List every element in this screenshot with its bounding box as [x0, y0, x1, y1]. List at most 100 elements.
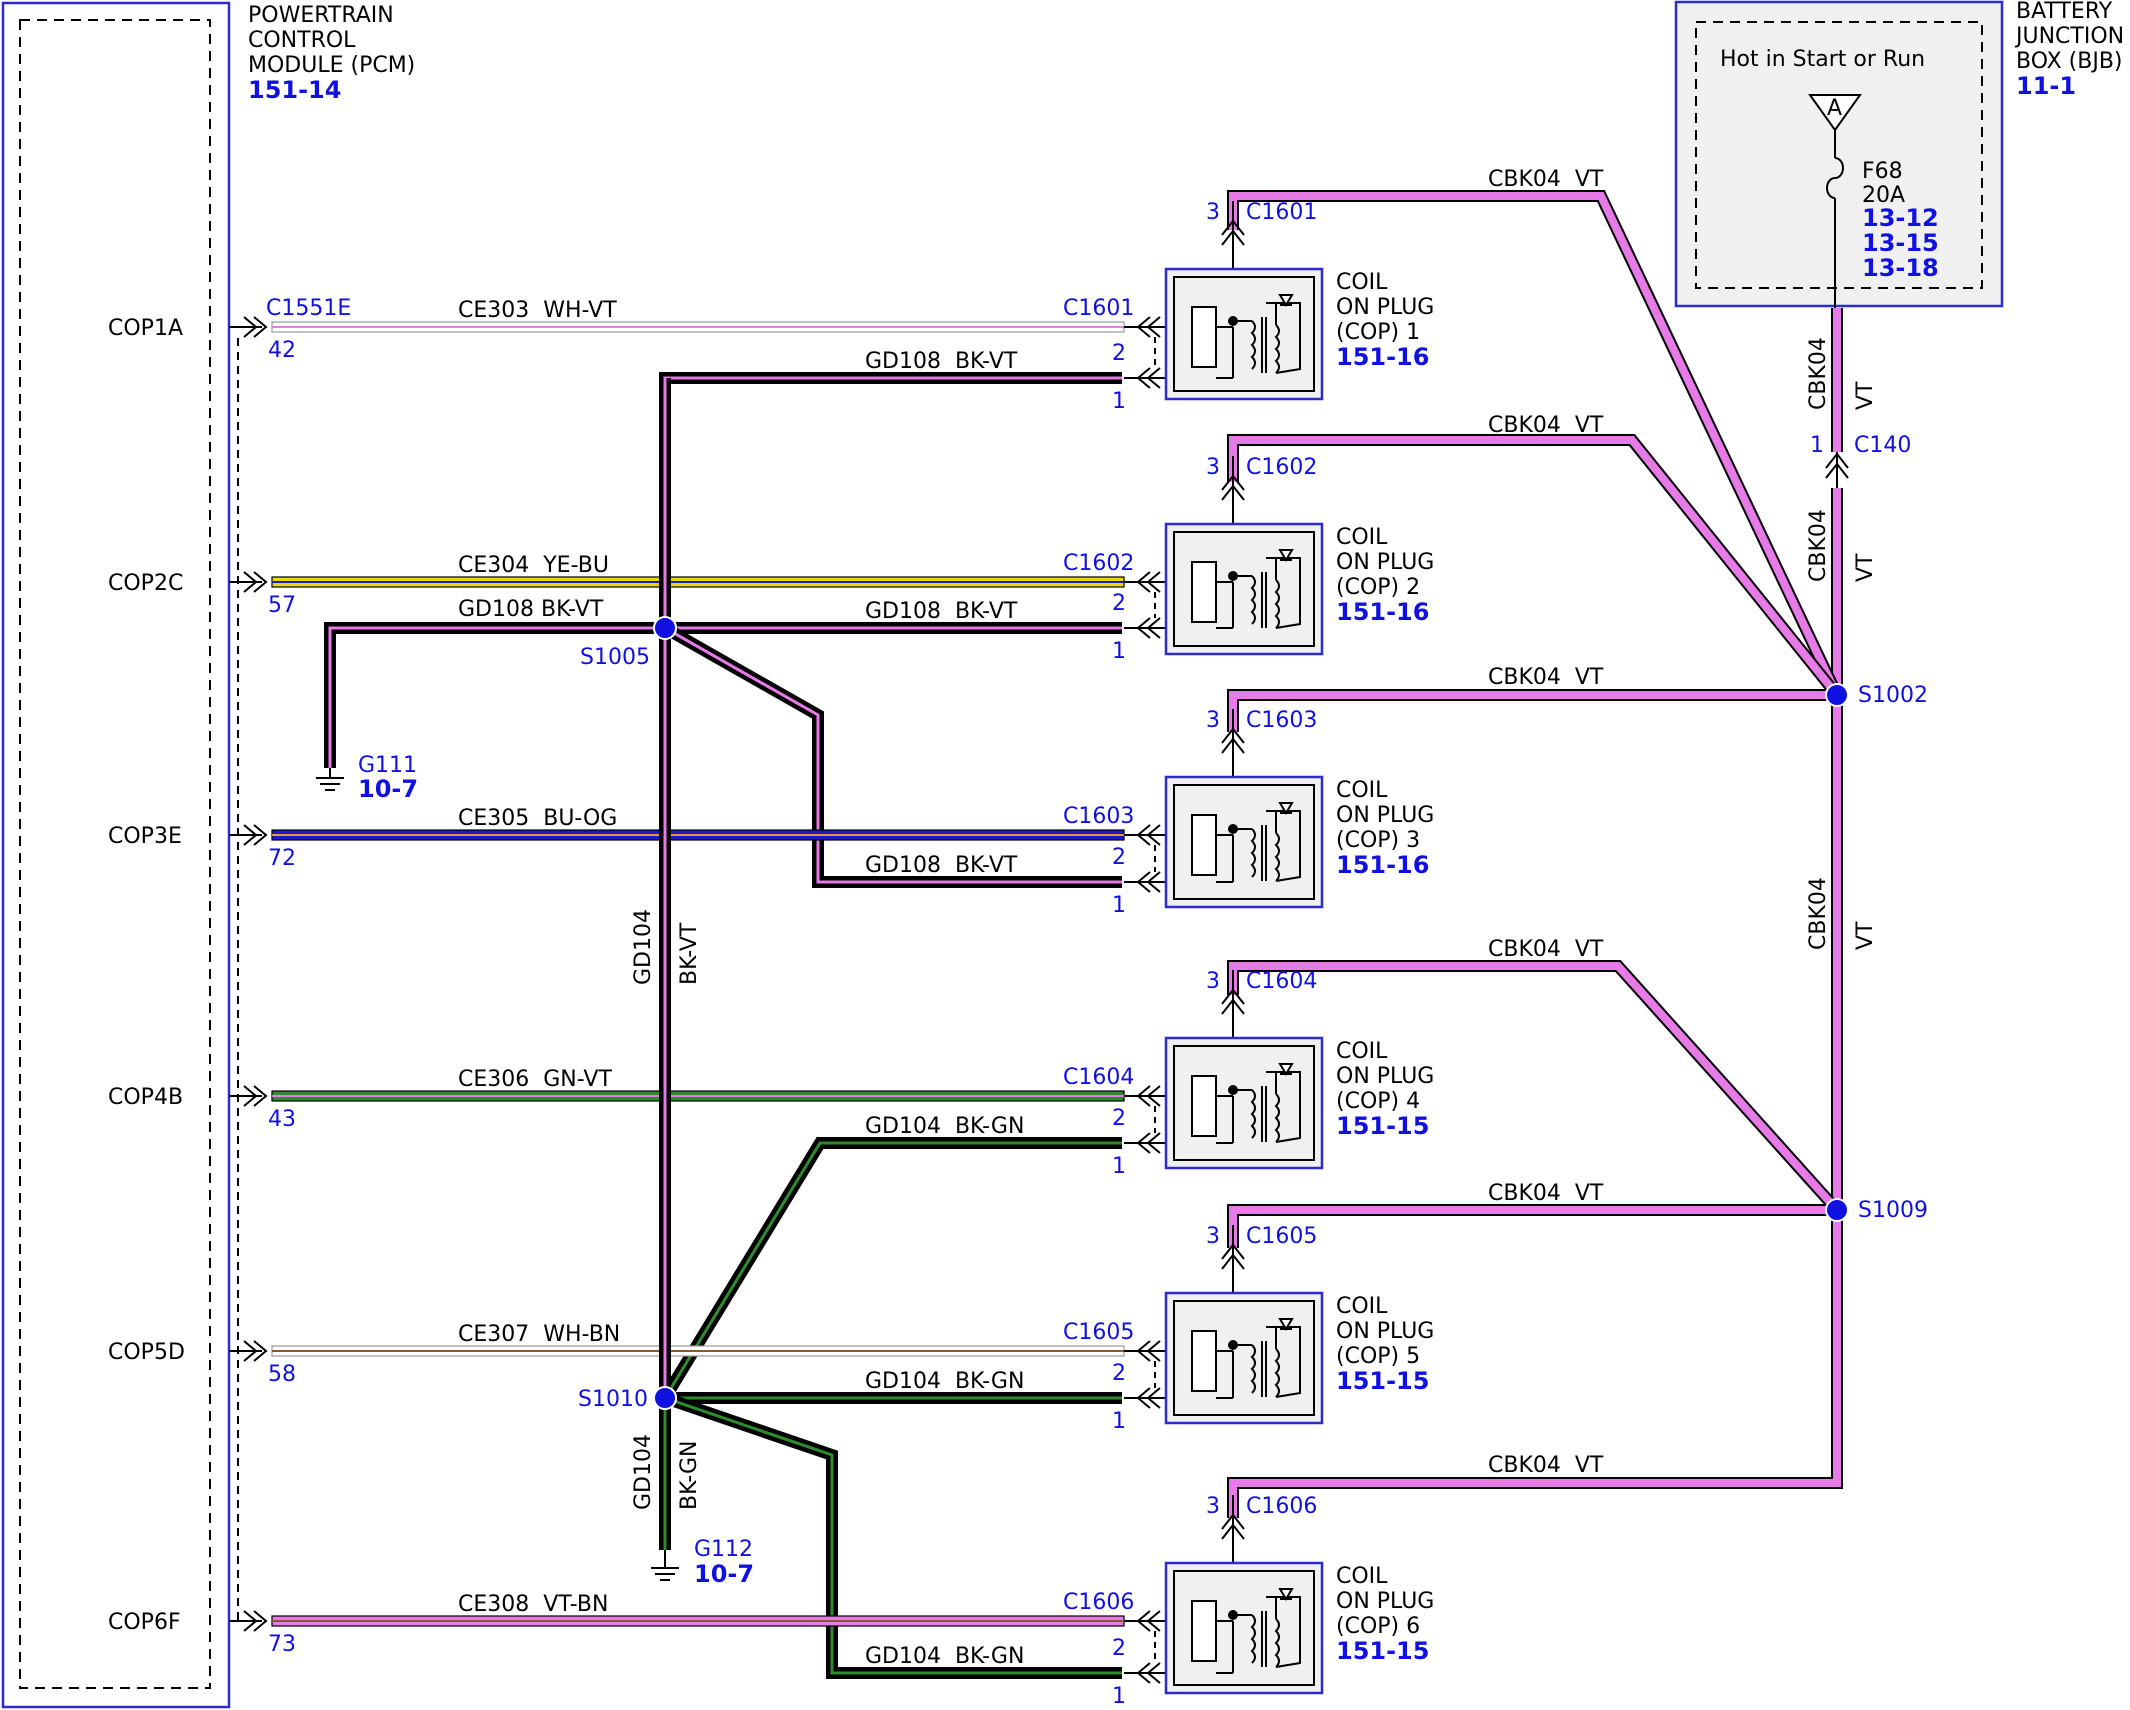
- bjb-title-line-1: BATTERY: [2016, 0, 2113, 24]
- signal-wire-label: CE306 GN-VT: [458, 1067, 612, 1092]
- ground-g111-label: G111: [358, 753, 417, 778]
- signal-wire-label: CE305 BU-OG: [458, 806, 617, 831]
- coil-pin-3: 3: [1206, 1494, 1220, 1519]
- ground-wire-label: GD104 BK-GN: [865, 1114, 1024, 1139]
- coil-pin-2: 2: [1112, 341, 1126, 366]
- coil-title-line-2: ON PLUG: [1336, 1319, 1434, 1344]
- pcm-title-line-2: CONTROL: [248, 28, 356, 53]
- ground-g111-ref[interactable]: 10-7: [358, 775, 418, 803]
- gd104-circuit-upper: GD104: [631, 909, 656, 985]
- splice-s1002-label: S1002: [1858, 683, 1928, 708]
- splice-s1002[interactable]: [1825, 683, 1849, 707]
- gd108-ground-label: GD108 BK-VT: [458, 597, 604, 622]
- coil-ref[interactable]: 151-16: [1336, 343, 1429, 371]
- fuse-ref-1[interactable]: 13-12: [1862, 204, 1939, 232]
- pcm-pin-6[interactable]: COP6F 73: [108, 1610, 296, 1657]
- coil-connector-label: C1601: [1063, 296, 1134, 321]
- feed-label-c1603: CBK04 VT: [1488, 665, 1604, 690]
- coil-connector-label: C1606: [1063, 1590, 1134, 1615]
- coil-feed-connector-label: C1603: [1246, 708, 1317, 733]
- signal-wire-label: CE308 VT-BN: [458, 1592, 608, 1617]
- signal-wire-label: CE304 YE-BU: [458, 553, 609, 578]
- feed-circuit-upper: CBK04: [1806, 337, 1831, 410]
- fuse-rating: 20A: [1862, 183, 1905, 208]
- coil-pin-2: 2: [1112, 1106, 1126, 1131]
- coil-ref[interactable]: 151-16: [1336, 598, 1429, 626]
- coil-title-line-1: COIL: [1336, 270, 1388, 295]
- coil-ref[interactable]: 151-15: [1336, 1367, 1429, 1395]
- splice-s1009[interactable]: [1825, 1198, 1849, 1222]
- coil-feed-connector-label: C1602: [1246, 455, 1317, 480]
- feed-color-upper: VT: [1853, 381, 1878, 410]
- coil-title-line-2: ON PLUG: [1336, 1064, 1434, 1089]
- feed-label-c1602: CBK04 VT: [1488, 413, 1604, 438]
- ignition-coil-icon: [1191, 1318, 1301, 1399]
- pcm-pin-number: 43: [268, 1107, 296, 1132]
- bjb-module[interactable]: Hot in Start or Run A F68 20A 13-12 13-1…: [1674, 0, 2124, 308]
- coil-pin-1: 1: [1112, 1684, 1126, 1709]
- pcm-ref[interactable]: 151-14: [248, 76, 341, 104]
- ignition-coil-icon: [1191, 549, 1301, 629]
- coil-title-line-3: (COP) 2: [1336, 575, 1420, 600]
- coil-title-line-3: (COP) 1: [1336, 320, 1420, 345]
- pcm-pin-number: 72: [268, 846, 296, 871]
- gd104-color-upper: BK-VT: [677, 922, 702, 985]
- coil-pin-1: 1: [1112, 1409, 1126, 1434]
- pcm-pin-label: COP6F: [108, 1610, 181, 1635]
- splice-s1005-label: S1005: [580, 645, 650, 670]
- coil-feed-connector-label: C1606: [1246, 1494, 1317, 1519]
- ground-g112-ref[interactable]: 10-7: [694, 1560, 754, 1588]
- coil-pin-3: 3: [1206, 1224, 1220, 1249]
- coil-connector-label: C1604: [1063, 1065, 1134, 1090]
- c140-label: C140: [1854, 433, 1911, 458]
- coil-pin-3: 3: [1206, 455, 1220, 480]
- coil-ref[interactable]: 151-15: [1336, 1637, 1429, 1665]
- coil-title-line-1: COIL: [1336, 1564, 1388, 1589]
- fuse-ref-2[interactable]: 13-15: [1862, 229, 1939, 257]
- pcm-module[interactable]: POWERTRAIN CONTROL MODULE (PCM) 151-14: [1, 1, 415, 1709]
- signal-wire-label: CE303 WH-VT: [458, 298, 617, 323]
- coil-ref[interactable]: 151-15: [1336, 1112, 1429, 1140]
- coil-connector-label: C1602: [1063, 551, 1134, 576]
- coil-title-line-2: ON PLUG: [1336, 295, 1434, 320]
- coil-pin-3: 3: [1206, 200, 1220, 225]
- coil-pin-2: 2: [1112, 1636, 1126, 1661]
- signal-wiring: [271, 321, 1125, 1627]
- c140-pin: 1: [1810, 433, 1824, 458]
- bjb-title-line-2: JUNCTION: [2014, 24, 2124, 49]
- ground-wire-label: GD108 BK-VT: [865, 349, 1018, 374]
- coil-pin-2: 2: [1112, 845, 1126, 870]
- pcm-title-line-3: MODULE (PCM): [248, 53, 415, 78]
- bjb-ref[interactable]: 11-1: [2016, 72, 2076, 100]
- coil-title-line-2: ON PLUG: [1336, 803, 1434, 828]
- pcm-pin-label: COP5D: [108, 1340, 185, 1365]
- fuse-ref-3[interactable]: 13-18: [1862, 254, 1939, 282]
- coil-ref[interactable]: 151-16: [1336, 851, 1429, 879]
- ground-wire-label: GD108 BK-VT: [865, 853, 1018, 878]
- ground-g112-icon: [651, 1550, 679, 1581]
- c140-connector[interactable]: 1 C140: [1810, 433, 1911, 488]
- coil-feed-connector-label: C1604: [1246, 969, 1317, 994]
- feed-color-mid: VT: [1853, 553, 1878, 582]
- pcm-pin-number: 73: [268, 1632, 296, 1657]
- fuse-label: F68: [1862, 159, 1903, 184]
- feed-label-c1605: CBK04 VT: [1488, 1181, 1604, 1206]
- coil-title-line-1: COIL: [1336, 525, 1388, 550]
- feed-label-c1604: CBK04 VT: [1488, 937, 1604, 962]
- coil-pin-3: 3: [1206, 708, 1220, 733]
- pcm-pin-number: 42: [268, 338, 296, 363]
- ground-g112-label: G112: [694, 1537, 753, 1562]
- coil-title-line-3: (COP) 4: [1336, 1089, 1420, 1114]
